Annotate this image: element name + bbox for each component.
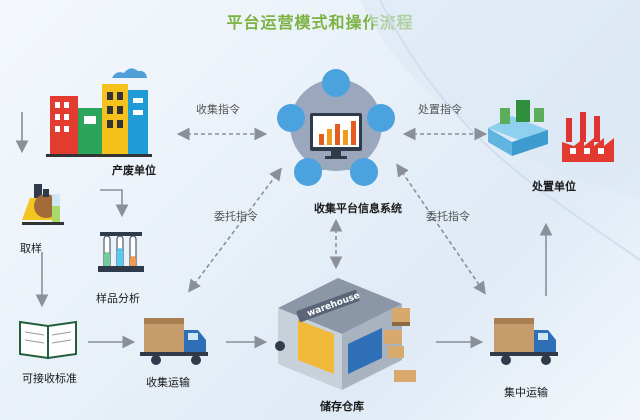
cloud-icon (112, 68, 147, 78)
disposal-plant-icon (488, 100, 614, 162)
diagram-title: 平台运营模式和操作流程 (226, 13, 414, 32)
entrust-left-arrow (188, 167, 282, 293)
flow-sampling-to-analysis (100, 189, 129, 218)
monitor-icon (310, 113, 362, 159)
storage-label: 储存仓库 (320, 400, 364, 413)
warehouse-icon (275, 278, 416, 390)
sampling-label: 取样 (20, 242, 42, 255)
entrust-right-label: 委托指令 (426, 210, 470, 223)
collect-transport-label: 收集运输 (146, 376, 190, 389)
hub-node-right (367, 104, 395, 132)
hub-node-top (322, 69, 350, 97)
acceptance-label: 可接收标准 (22, 372, 77, 385)
collection-truck-icon (140, 318, 208, 365)
dispose-command-label: 处置指令 (418, 103, 462, 116)
background-swoosh (360, 0, 640, 200)
book-icon (19, 320, 77, 360)
central-transport-label: 集中运输 (504, 386, 548, 399)
entrust-left-label: 委托指令 (214, 210, 258, 223)
info-system-hub (277, 69, 395, 186)
background-curve (379, 0, 640, 261)
collect-command-label: 收集指令 (196, 103, 240, 116)
test-tubes-icon (98, 232, 144, 272)
hub-node-left (277, 104, 305, 132)
analysis-label: 样品分析 (96, 292, 140, 305)
info-system-label: 收集平台信息系统 (314, 202, 402, 215)
entrust-right-arrow (396, 163, 486, 295)
flask-icon (22, 184, 64, 225)
hub-node-bottom-right (350, 158, 378, 186)
producer-label: 产废单位 (112, 164, 156, 177)
hub-node-bottom-left (294, 158, 322, 186)
central-truck-icon (490, 318, 558, 365)
disposal-label: 处置单位 (532, 180, 576, 193)
factory-icon (46, 68, 152, 157)
